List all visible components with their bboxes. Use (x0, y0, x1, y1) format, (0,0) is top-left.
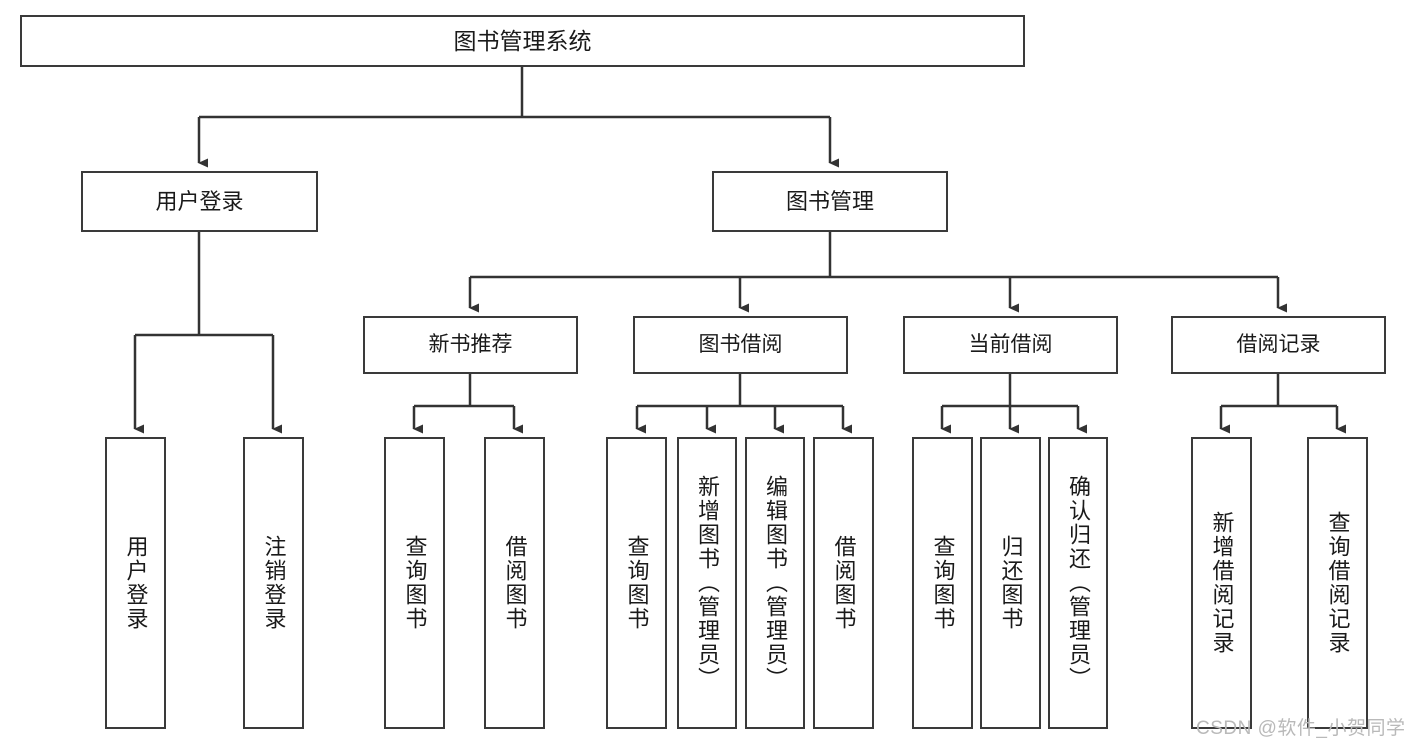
node-label: 新书推荐 (428, 332, 513, 356)
node-label: 确认归还（管理员） (1066, 475, 1091, 691)
leaf-query-book-borrow[interactable]: 查询图书 (606, 437, 667, 729)
leaf-return-book[interactable]: 归还图书 (980, 437, 1041, 729)
node-label: 借阅图书 (502, 535, 528, 631)
node-book-borrow[interactable]: 图书借阅 (633, 316, 848, 374)
node-label: 借阅记录 (1236, 332, 1321, 356)
node-label: 借阅图书 (831, 535, 857, 631)
node-label: 图书管理系统 (453, 27, 592, 54)
leaf-logout[interactable]: 注销登录 (243, 437, 304, 729)
leaf-borrow-book-recommend[interactable]: 借阅图书 (484, 437, 545, 729)
node-book-management[interactable]: 图书管理 (712, 171, 948, 232)
leaf-add-book-admin[interactable]: 新增图书（管理员） (677, 437, 737, 729)
node-borrow-record[interactable]: 借阅记录 (1171, 316, 1386, 374)
node-label: 新增借阅记录 (1209, 511, 1235, 655)
node-current-borrow[interactable]: 当前借阅 (903, 316, 1118, 374)
leaf-borrow-book[interactable]: 借阅图书 (813, 437, 874, 729)
node-label: 查询图书 (402, 535, 428, 631)
node-label: 图书管理 (785, 188, 874, 214)
leaf-confirm-return-admin[interactable]: 确认归还（管理员） (1048, 437, 1108, 729)
node-label: 查询借阅记录 (1325, 511, 1351, 655)
node-label: 编辑图书（管理员） (763, 475, 788, 691)
leaf-add-borrow-record[interactable]: 新增借阅记录 (1191, 437, 1252, 729)
leaf-query-borrow-record[interactable]: 查询借阅记录 (1307, 437, 1368, 729)
node-label: 新增图书（管理员） (695, 475, 720, 691)
node-label: 归还图书 (998, 535, 1024, 631)
node-label: 图书借阅 (698, 332, 783, 356)
node-new-book-recommend[interactable]: 新书推荐 (363, 316, 578, 374)
node-label: 当前借阅 (968, 332, 1053, 356)
node-label: 查询图书 (930, 535, 956, 631)
csdn-watermark: CSDN @软件_小贺同学 (1196, 718, 1405, 739)
node-label: 用户登录 (123, 535, 149, 631)
leaf-query-book-current[interactable]: 查询图书 (912, 437, 973, 729)
node-root-book-management-system[interactable]: 图书管理系统 (20, 15, 1025, 67)
leaf-edit-book-admin[interactable]: 编辑图书（管理员） (745, 437, 805, 729)
node-label: 查询图书 (624, 535, 650, 631)
leaf-query-book-recommend[interactable]: 查询图书 (384, 437, 445, 729)
node-label: 用户登录 (155, 188, 244, 214)
node-user-login[interactable]: 用户登录 (81, 171, 318, 232)
leaf-user-login[interactable]: 用户登录 (105, 437, 166, 729)
node-label: 注销登录 (261, 535, 287, 631)
